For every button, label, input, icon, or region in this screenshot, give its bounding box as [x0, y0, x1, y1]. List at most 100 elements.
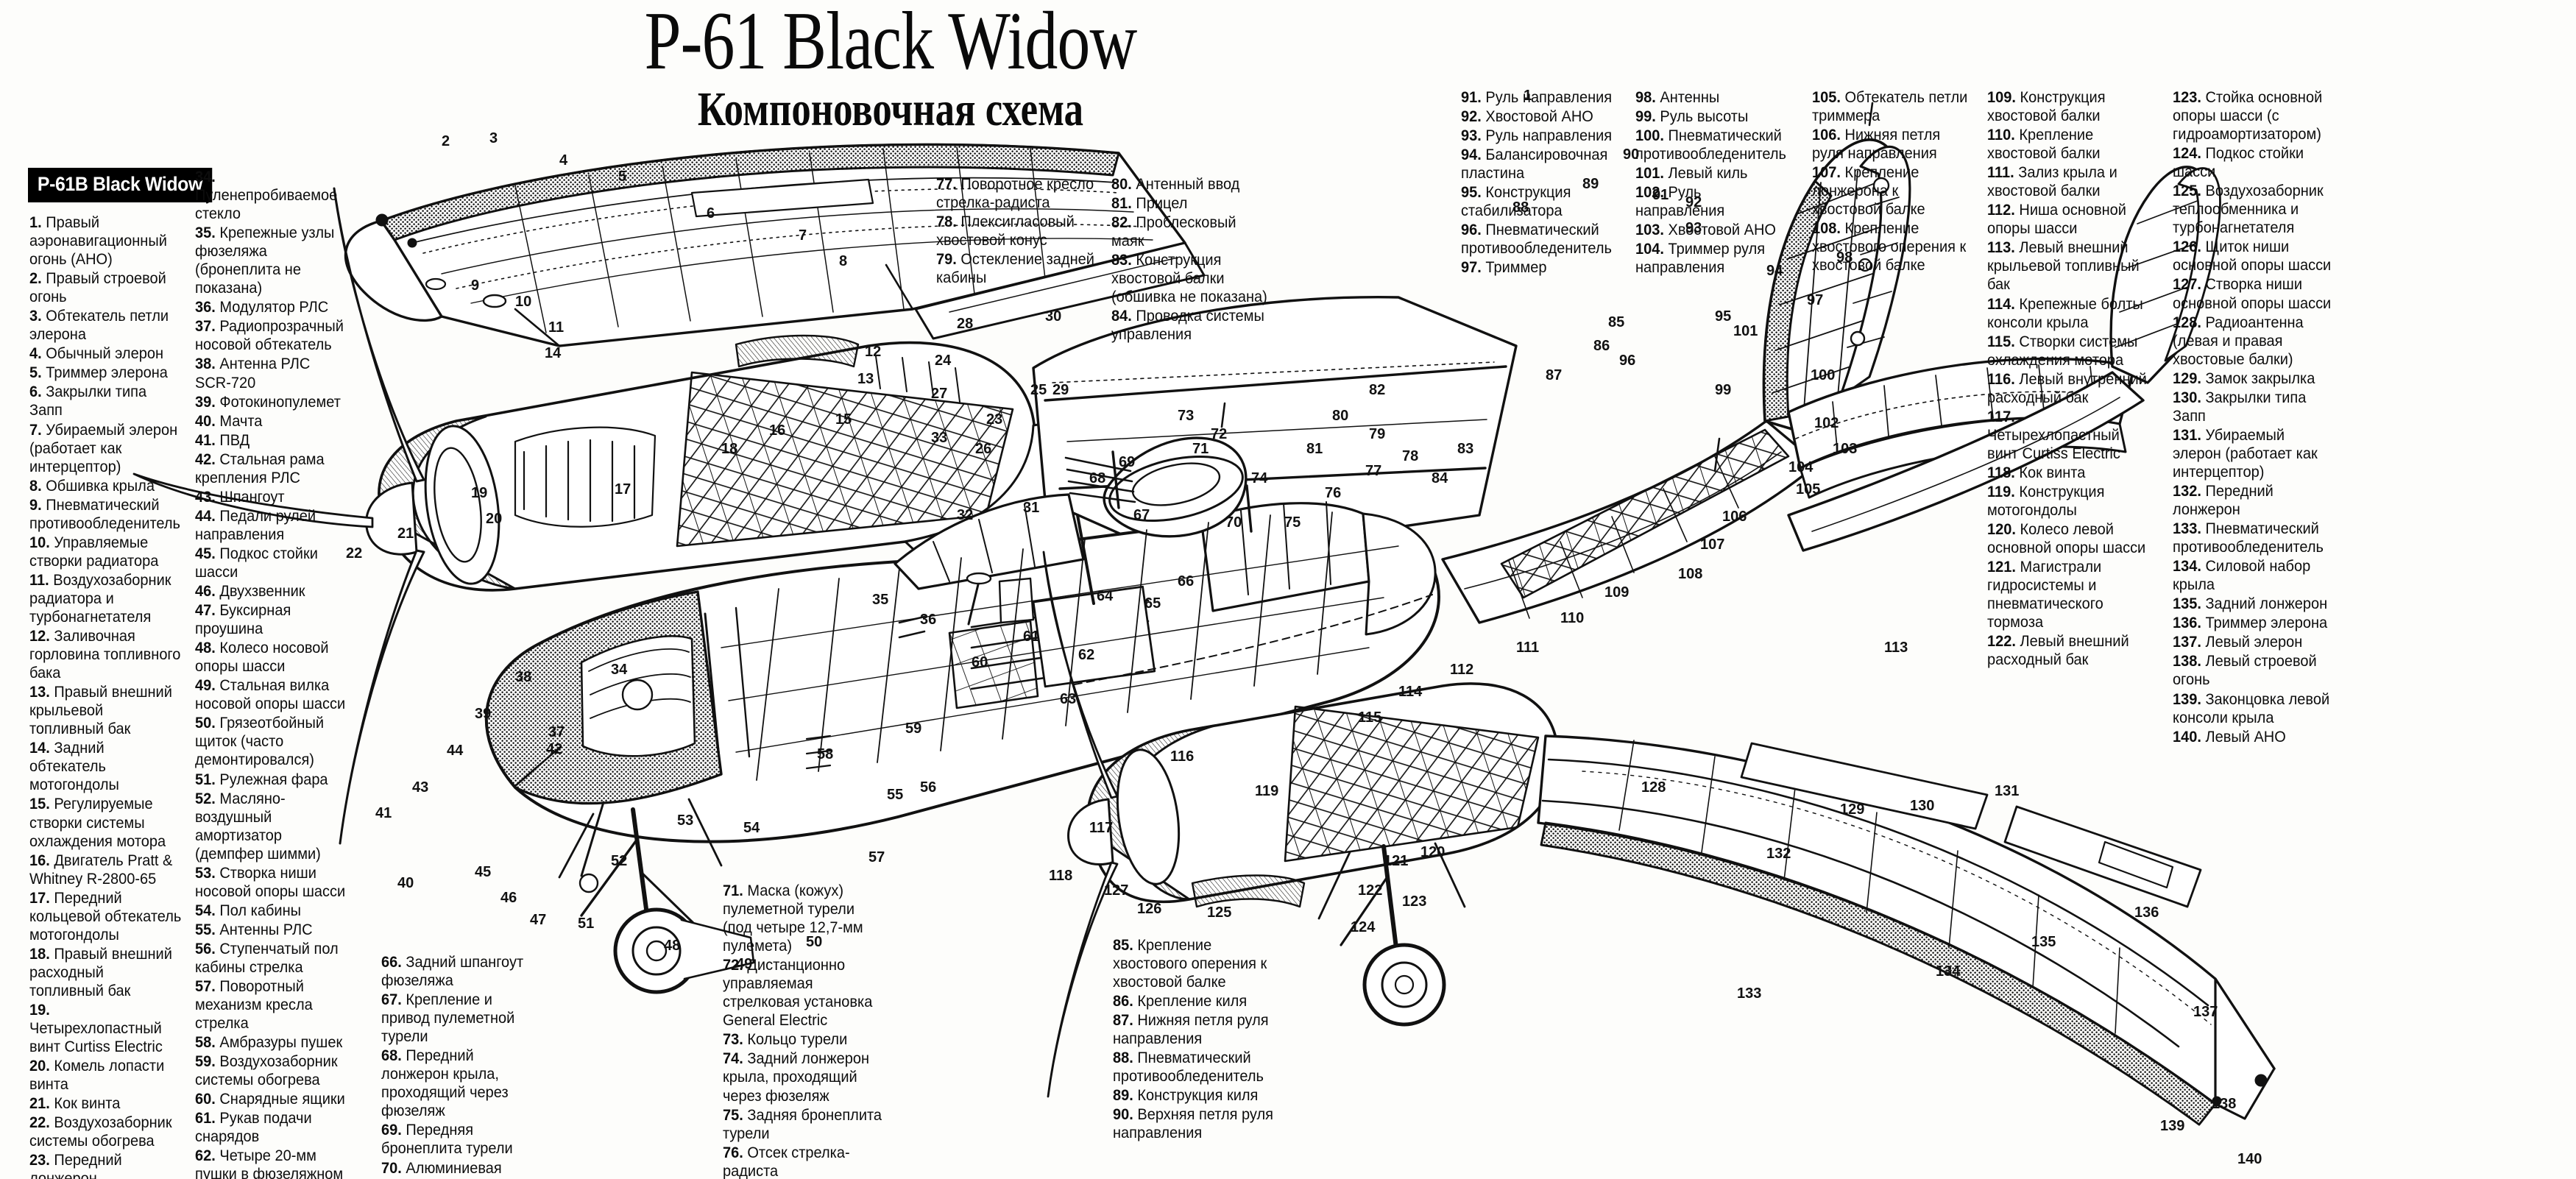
callout-number: 84	[1432, 470, 1448, 486]
legend-item-number: 60.	[195, 1090, 220, 1108]
legend-item: 97. Триммер	[1461, 258, 1618, 277]
legend-column-7: 85. Крепление хвостового оперения к хвос…	[1113, 936, 1283, 1144]
callout-number: 11	[548, 319, 565, 336]
callout-number: 129	[1840, 801, 1865, 818]
callout-number: 62	[1078, 647, 1095, 663]
legend-item-number: 84.	[1111, 307, 1136, 325]
legend-item-number: 70.	[381, 1158, 406, 1177]
callout-number: 18	[721, 441, 738, 457]
legend-item-number: 7.	[29, 420, 46, 439]
legend-item-number: 122.	[1987, 632, 2020, 651]
legend-item: 86. Крепление киля	[1113, 992, 1283, 1010]
callout-number: 8	[839, 253, 848, 269]
legend-item-number: 106.	[1812, 126, 1845, 144]
legend-item: 135. Задний лонжерон	[2173, 595, 2335, 613]
legend-item: 110. Крепление хвостовой балки	[1987, 126, 2150, 163]
legend-item: 116. Левый внутренний расходный бак	[1987, 370, 2150, 407]
legend-item-number: 87.	[1113, 1011, 1138, 1030]
legend-item-text: Антенны РЛС	[219, 920, 313, 938]
legend-item-text: Левый внешний расходный бак	[1987, 632, 2129, 669]
callout-number: 22	[346, 545, 363, 562]
callout-number: 107	[1700, 537, 1725, 553]
callout-number: 124	[1351, 919, 1376, 935]
legend-item-text: Триммер	[1485, 258, 1547, 277]
legend-item: 5. Триммер элерона	[29, 364, 181, 382]
legend-item-text: Законцовка левой консоли крыла	[2173, 690, 2330, 726]
legend-item-text: Пневматический противообледенитель	[1461, 221, 1612, 258]
legend-item: 80. Антенный ввод	[1111, 175, 1270, 194]
legend-item-number: 42.	[195, 450, 220, 468]
legend-item-text: Управляемые створки радиатора	[29, 533, 159, 570]
legend-item: 111. Зализ крыла и хвостовой балки	[1987, 163, 2150, 200]
legend-item: 4. Обычный элерон	[29, 344, 181, 363]
callout-number: 33	[931, 430, 948, 446]
legend-item-text: Левый киль	[1668, 164, 1748, 183]
legend-item: 95. Конструкция стабилизатора	[1461, 183, 1618, 220]
callout-number: 74	[1251, 470, 1268, 486]
legend-item: 18. Правый внешний расходный топливный б…	[29, 945, 181, 1000]
legend-item-text: Левый АНО	[2205, 727, 2286, 746]
legend-item: 87. Нижняя петля руля направления	[1113, 1011, 1283, 1048]
legend-item-text: Двухзвенник	[219, 582, 305, 601]
legend-item-number: 137.	[2173, 633, 2206, 651]
legend-item-text: Балансировочная пластина	[1461, 146, 1608, 183]
legend-item-text: Двигатель Pratt & Whitney R-2800-65	[29, 851, 173, 888]
legend-item-number: 47.	[195, 601, 220, 620]
legend-item-text: Поворотное кресло стрелка-радиста	[936, 175, 1094, 212]
legend-item-text: Антенны	[1660, 88, 1720, 106]
legend-item-text: Конструкция киля	[1137, 1086, 1259, 1105]
legend-item-number: 124.	[2173, 144, 2206, 163]
legend-item-text: Хвостовой АНО	[1485, 107, 1593, 126]
legend-item-number: 75.	[723, 1105, 748, 1124]
legend-item-number: 79.	[936, 250, 961, 269]
legend-item-number: 12.	[29, 627, 54, 645]
callout-number: 13	[857, 371, 874, 387]
legend-item-text: Крепление хвостовой балки	[1987, 126, 2101, 163]
legend-item-text: Педали рулей направления	[195, 506, 316, 543]
callout-number: 117	[1089, 820, 1114, 836]
legend-item: 79. Остекление задней кабины	[936, 250, 1095, 287]
legend-item-text: Конструкция мотогондолы	[1987, 482, 2105, 520]
legend-item-number: 80.	[1111, 175, 1136, 193]
legend-item-text: Закрылки типа Запп	[2173, 388, 2307, 425]
legend-item: 136. Триммер элерона	[2173, 614, 2335, 632]
legend-item-number: 77.	[936, 175, 961, 193]
legend-item-text: Левый внешний крыльевой топливный бак	[1987, 238, 2140, 294]
callout-number: 54	[743, 820, 760, 836]
legend-item: 139. Законцовка левой консоли крыла	[2173, 690, 2335, 727]
legend-item-number: 20.	[29, 1057, 54, 1075]
legend-item-number: 114.	[1987, 294, 2020, 313]
legend-item: 34. Пуленепробиваемое стекло	[195, 168, 347, 223]
legend-item-text: Амбразуры пушек	[219, 1033, 343, 1052]
legend-item: 51. Рулежная фара	[195, 771, 347, 789]
legend-item-text: Подкос стойки шасси	[195, 544, 318, 581]
legend-item: 88. Пневматический противообледенитель	[1113, 1049, 1283, 1086]
legend-item-text: Воздухозаборник теплообменника и турбона…	[2173, 182, 2324, 237]
legend-item-text: Пневматический противообледенитель	[1113, 1049, 1264, 1086]
callout-number: 14	[545, 345, 562, 361]
legend-item-number: 81.	[1111, 194, 1136, 213]
legend-item: 42. Стальная рама крепления РЛС	[195, 450, 347, 487]
callout-number: 110	[1560, 610, 1585, 626]
legend-item-text: ПВД	[219, 431, 250, 449]
callout-number: 36	[920, 612, 937, 628]
legend-item: 137. Левый элерон	[2173, 633, 2335, 651]
callout-number: 112	[1450, 662, 1474, 678]
legend-item-number: 125.	[2173, 182, 2206, 200]
legend-item-text: Отсек стрелка-радиста	[723, 1143, 850, 1179]
legend-item: 102. Руль направления	[1635, 183, 1794, 220]
legend-item-number: 66.	[381, 953, 406, 971]
callout-number: 28	[957, 316, 974, 332]
callout-number: 72	[1211, 426, 1228, 442]
legend-item: 40. Мачта	[195, 412, 347, 431]
legend-item-number: 85.	[1113, 936, 1138, 954]
legend-item-text: Конструкция стабилизатора	[1461, 183, 1571, 220]
legend-item-text: Маска (кожух) пулеметной турели (под чет…	[723, 882, 863, 955]
callout-number: 132	[1766, 846, 1791, 862]
legend-item-text: Верхняя петля руля направления	[1113, 1105, 1273, 1142]
legend-item-number: 110.	[1987, 126, 2020, 144]
